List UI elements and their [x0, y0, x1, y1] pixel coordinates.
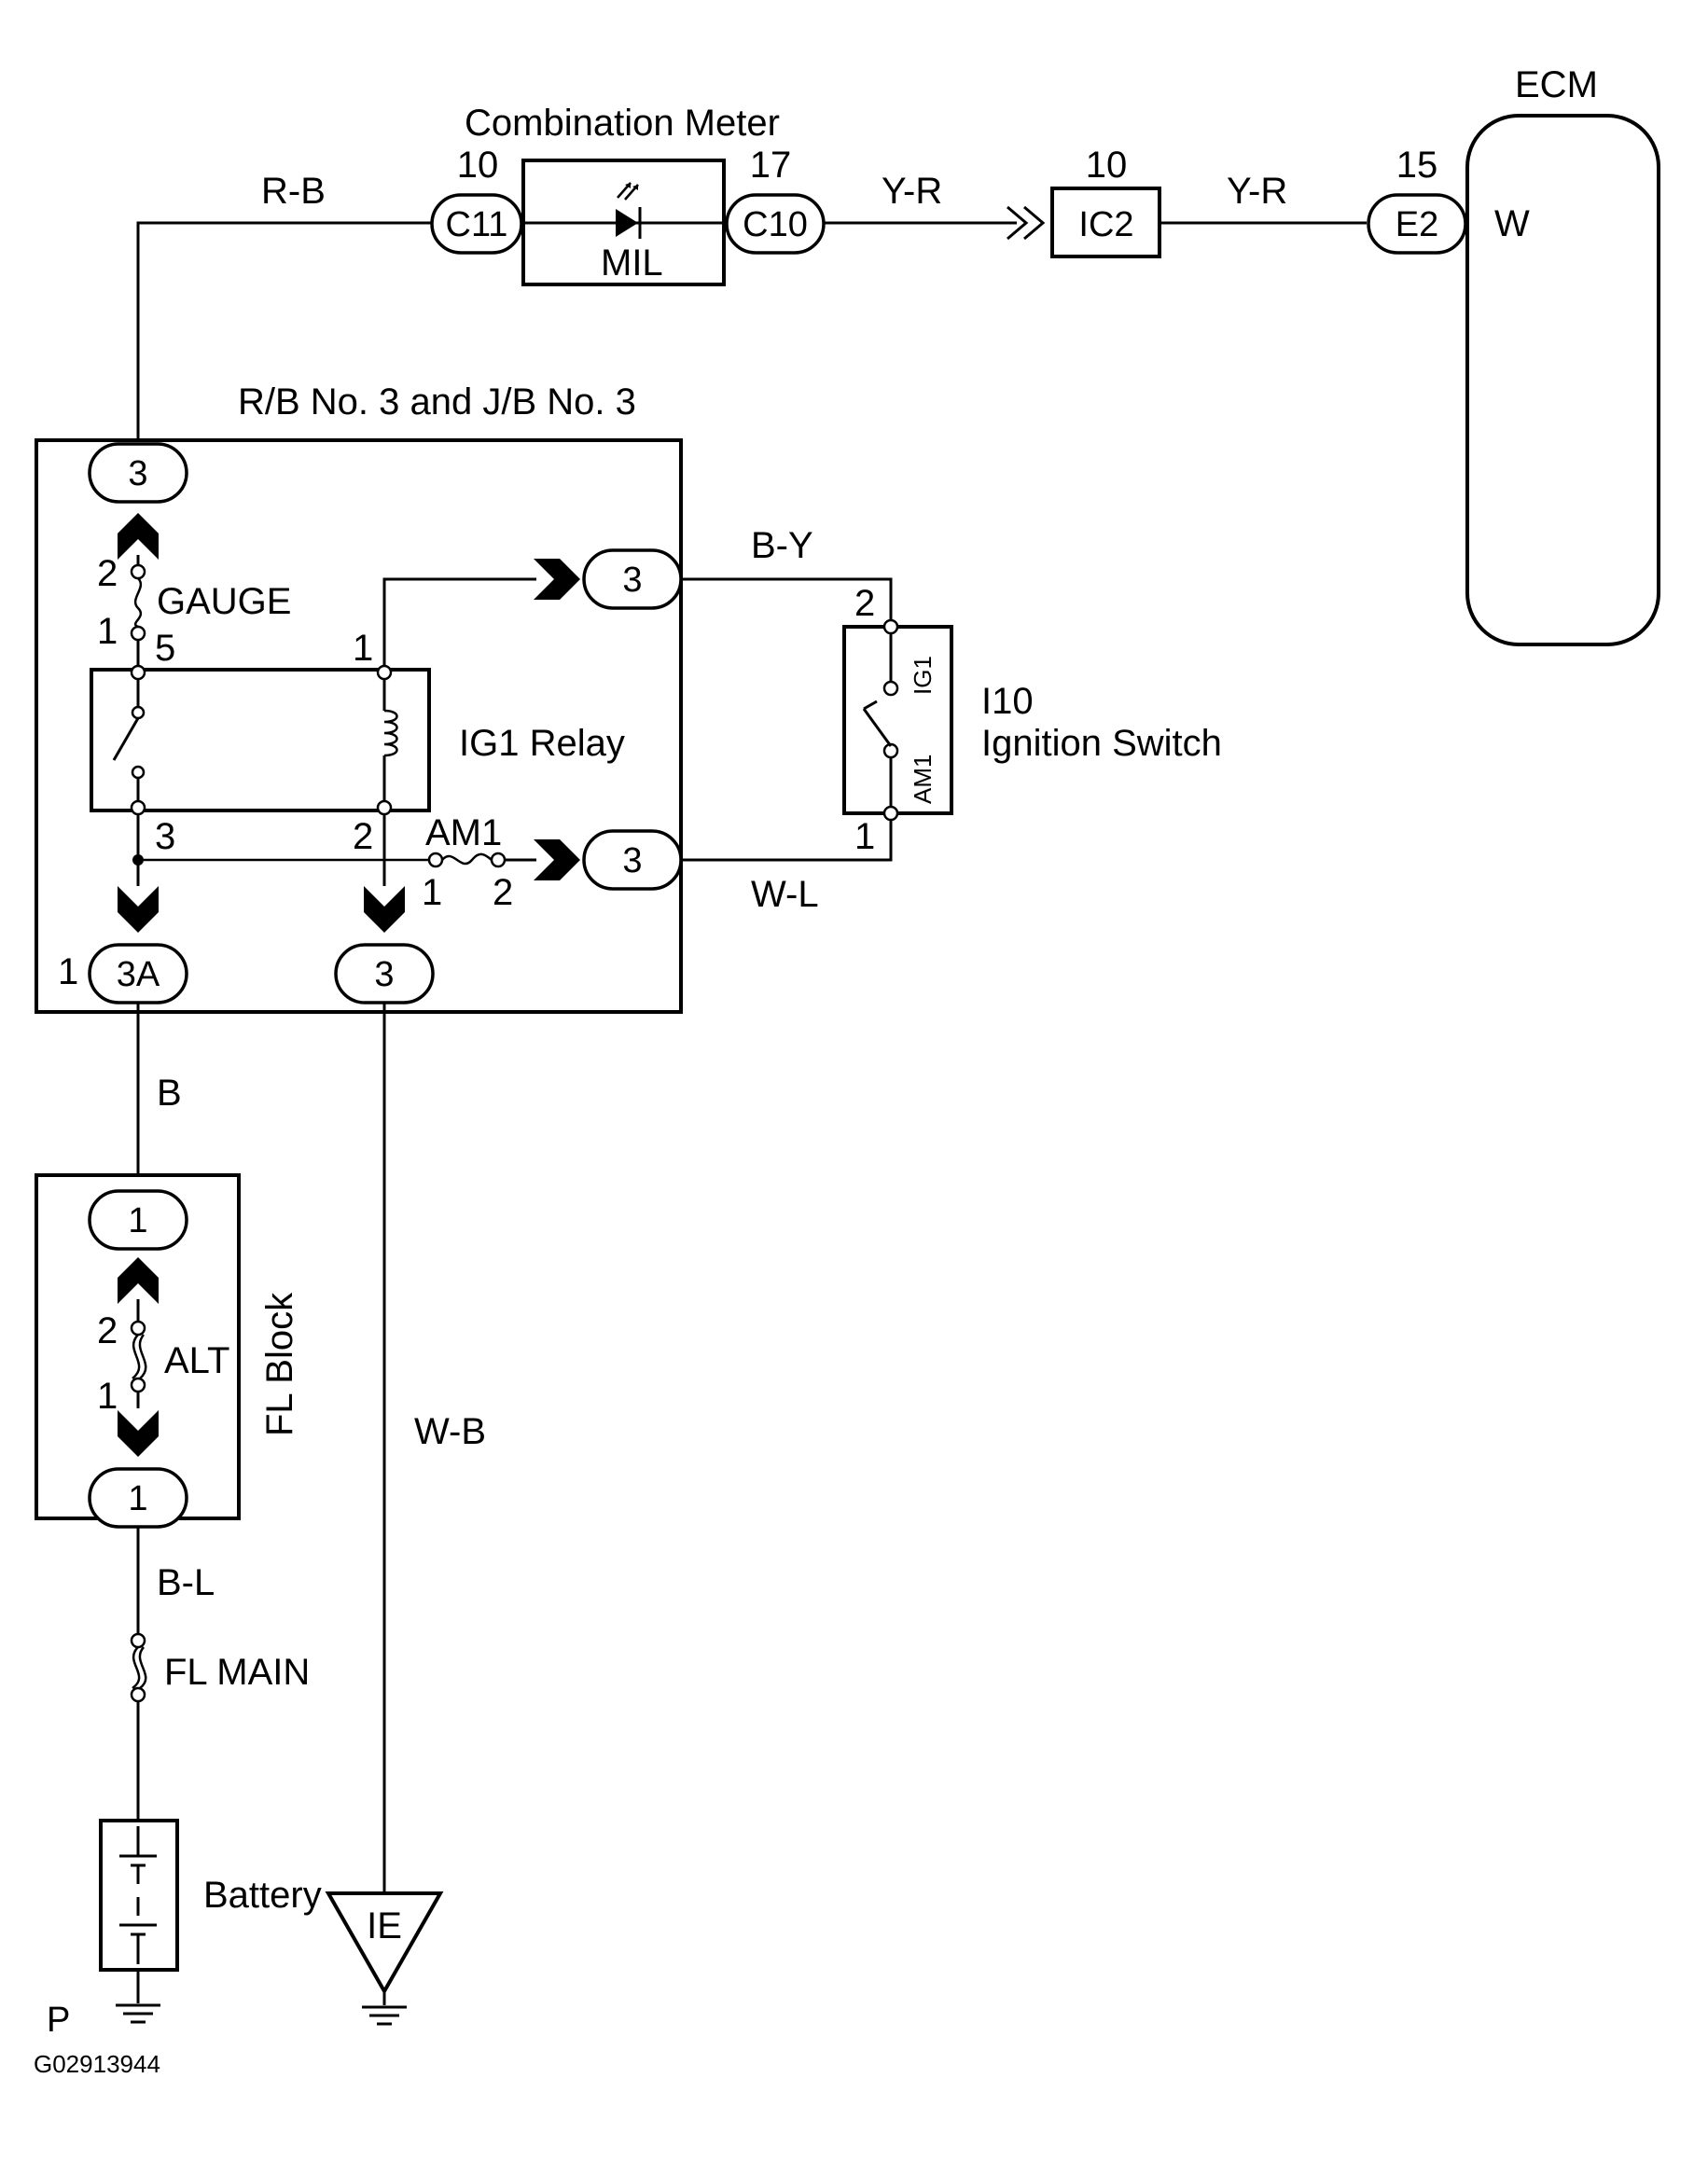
arrow-right-icon [534, 839, 580, 880]
wire-label-y-r-1: Y-R [882, 171, 942, 212]
gauge-fuse-label: GAUGE [157, 581, 291, 622]
junction-block: R/B No. 3 and J/B No. 3 3 2 1 GAUGE IG1 … [35, 381, 683, 1014]
ground-ie-label: IE [367, 1905, 402, 1946]
arrow-right-icon [534, 559, 580, 600]
connector-c10-pin: 17 [750, 145, 792, 186]
jb-connector-top-label: 3 [128, 454, 147, 493]
connector-c11-pin: 10 [457, 145, 499, 186]
ground-p-icon [116, 2003, 160, 2024]
wire-label-r-b: R-B [261, 171, 326, 212]
ignition-pin-top: 2 [854, 583, 875, 624]
fl-connector-top-label: 1 [128, 1201, 147, 1240]
junction-block-title: R/B No. 3 and J/B No. 3 [238, 381, 636, 423]
alt-pin-bottom: 1 [97, 1376, 118, 1417]
contact-ig1-label: IG1 [909, 656, 937, 695]
inline-connector-icon [1007, 205, 1046, 241]
mil-label: MIL [601, 242, 663, 284]
wire-label-b: B [157, 1073, 182, 1114]
gauge-pin-top: 2 [97, 553, 118, 594]
ig1-relay-label: IG1 Relay [459, 723, 625, 764]
relay-pin-2: 2 [353, 816, 373, 857]
am1-pin-right: 2 [493, 872, 513, 913]
arrow-up-icon [118, 513, 159, 560]
fl-block: FL Block 1 2 1 ALT 1 [35, 1173, 300, 1529]
alt-fuse-label: ALT [164, 1340, 229, 1381]
fl-main-label: FL MAIN [164, 1652, 310, 1693]
relay-pin-3: 3 [155, 816, 175, 857]
jb-connector-right-top-label: 3 [622, 561, 642, 600]
gauge-pin-bottom: 1 [97, 611, 118, 652]
gauge-fuse-icon [133, 577, 143, 629]
ecm-title: ECM [1515, 64, 1598, 105]
connector-c10-label: C10 [743, 205, 808, 244]
am1-fuse-icon [441, 852, 493, 866]
jb-connector-bottom-mid-label: 3 [374, 955, 394, 994]
wire-label-w-b: W-B [414, 1411, 486, 1452]
wire-label-w-l: W-L [751, 874, 819, 915]
ecm: ECM E2 15 W [1367, 64, 1660, 646]
combination-meter-title: Combination Meter [465, 103, 780, 144]
wire-b-y [681, 577, 893, 620]
ground-p-label: P [47, 2001, 70, 2040]
fl-main-fuse-icon [132, 1646, 147, 1690]
wire-w-l [681, 819, 893, 862]
figure-code: G02913944 [34, 2050, 160, 2078]
alt-pin-top: 2 [97, 1310, 118, 1351]
connector-e2-label: E2 [1396, 205, 1438, 244]
ic2-pin: 10 [1086, 145, 1128, 186]
fl-block-title: FL Block [259, 1292, 300, 1436]
relay-switch-icon [112, 717, 140, 761]
battery: Battery [99, 1819, 322, 1972]
combination-meter: Combination Meter MIL C11 10 C10 17 [430, 103, 826, 286]
junction-block-box [35, 438, 683, 1014]
ground-ie: IE [325, 1891, 444, 2026]
jb-connector-bottom-left-label: 3A [117, 955, 160, 994]
battery-icon [119, 1826, 157, 1964]
fl-connector-bottom-label: 1 [128, 1479, 147, 1518]
jb-connector-top [88, 442, 188, 504]
ig1-relay-box [90, 668, 431, 812]
connector-c11 [430, 193, 523, 255]
relay-pin-1: 1 [353, 628, 373, 669]
wire-r-b [136, 221, 432, 442]
ic2-connector: IC2 10 [1050, 145, 1161, 258]
arrow-down-icon [118, 1410, 159, 1457]
connector-c11-label: C11 [446, 205, 508, 244]
connector-e2 [1367, 193, 1467, 255]
ecm-terminal-w: W [1494, 203, 1530, 244]
jb-connector-bottom-left-pin: 1 [58, 951, 78, 992]
ground-ie-icon [362, 2005, 407, 2026]
relay-coil-icon [383, 709, 398, 757]
arrow-down-icon [118, 886, 159, 933]
relay-pin-5: 5 [155, 628, 175, 669]
ignition-switch: IG1 AM1 2 1 I10 Ignition Switch [842, 583, 1222, 857]
ignition-pin-bottom: 1 [854, 816, 875, 857]
led-icon [616, 182, 642, 239]
fl-connector-top [88, 1189, 188, 1251]
ignition-switch-contact-icon [862, 708, 893, 747]
wire-label-b-y: B-Y [751, 525, 813, 566]
ecm-box [1465, 114, 1660, 646]
ignition-switch-label: Ignition Switch [981, 723, 1222, 764]
wire-label-b-l: B-L [157, 1562, 215, 1603]
battery-label: Battery [203, 1875, 322, 1916]
top-harness: R-B Combination Meter MIL C11 10 C10 17 [136, 64, 1660, 646]
arrow-up-icon [118, 1257, 159, 1304]
arrow-down-icon [364, 886, 405, 933]
am1-fuse-label: AM1 [425, 812, 502, 853]
ic2-label: IC2 [1078, 205, 1133, 244]
connector-e2-pin: 15 [1396, 145, 1438, 186]
alt-fuse-icon [132, 1334, 147, 1379]
ground-ie-triangle-icon [325, 1891, 444, 1996]
wire-label-y-r-2: Y-R [1227, 171, 1287, 212]
contact-am1-label: AM1 [909, 755, 937, 804]
jb-connector-right-bottom-label: 3 [622, 841, 642, 880]
ignition-switch-code: I10 [981, 681, 1034, 722]
am1-pin-left: 1 [422, 872, 442, 913]
